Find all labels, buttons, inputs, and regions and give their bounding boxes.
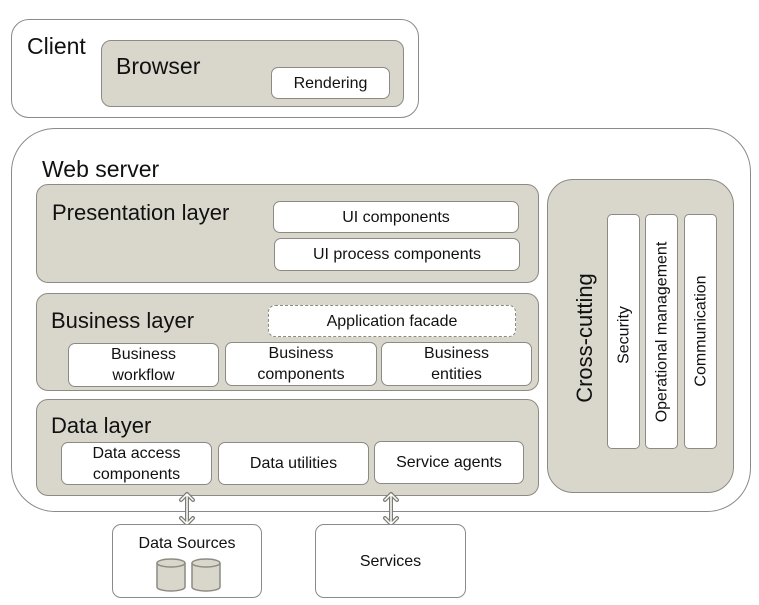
communication-label: Communication [692,275,709,387]
data-layer-title: Data layer [51,413,152,438]
data-utilities-box: Data utilities [218,442,369,485]
business-workflow-label: Business workflow [111,346,176,384]
business-components-label: Business components [257,345,345,383]
application-facade-box: Application facade [268,305,516,337]
presentation-layer-title: Presentation layer [52,200,230,225]
security-label: Security [615,306,632,364]
data-sources-label: Data Sources [138,535,236,552]
data-sources-box [112,524,262,598]
service-agents-box: Service agents [374,441,524,484]
business-components-box: Business components [225,342,377,386]
data-sources-connector [179,492,195,526]
data-access-components-box: Data access components [61,442,212,485]
business-entities-box: Business entities [381,342,532,386]
database-icon [156,558,186,592]
data-access-components-label: Data access components [92,444,181,483]
ui-components-box: UI components [273,201,519,233]
business-entities-label: Business entities [424,345,489,383]
cross-cutting-title: Cross-cutting [572,273,597,403]
web-server-title: Web server [42,156,160,182]
services-connector [383,492,399,526]
client-title: Client [27,33,86,59]
database-icon [191,558,221,592]
business-workflow-box: Business workflow [68,343,219,387]
security-box: Security [607,214,640,449]
communication-box: Communication [684,214,717,449]
operational-management-label: Operational management [653,241,670,423]
operational-management-box: Operational management [645,214,678,449]
ui-process-components-box: UI process components [274,238,520,271]
rendering-box: Rendering [271,67,390,99]
browser-title: Browser [116,53,201,79]
business-layer-title: Business layer [51,308,195,333]
services-box: Services [315,524,466,598]
